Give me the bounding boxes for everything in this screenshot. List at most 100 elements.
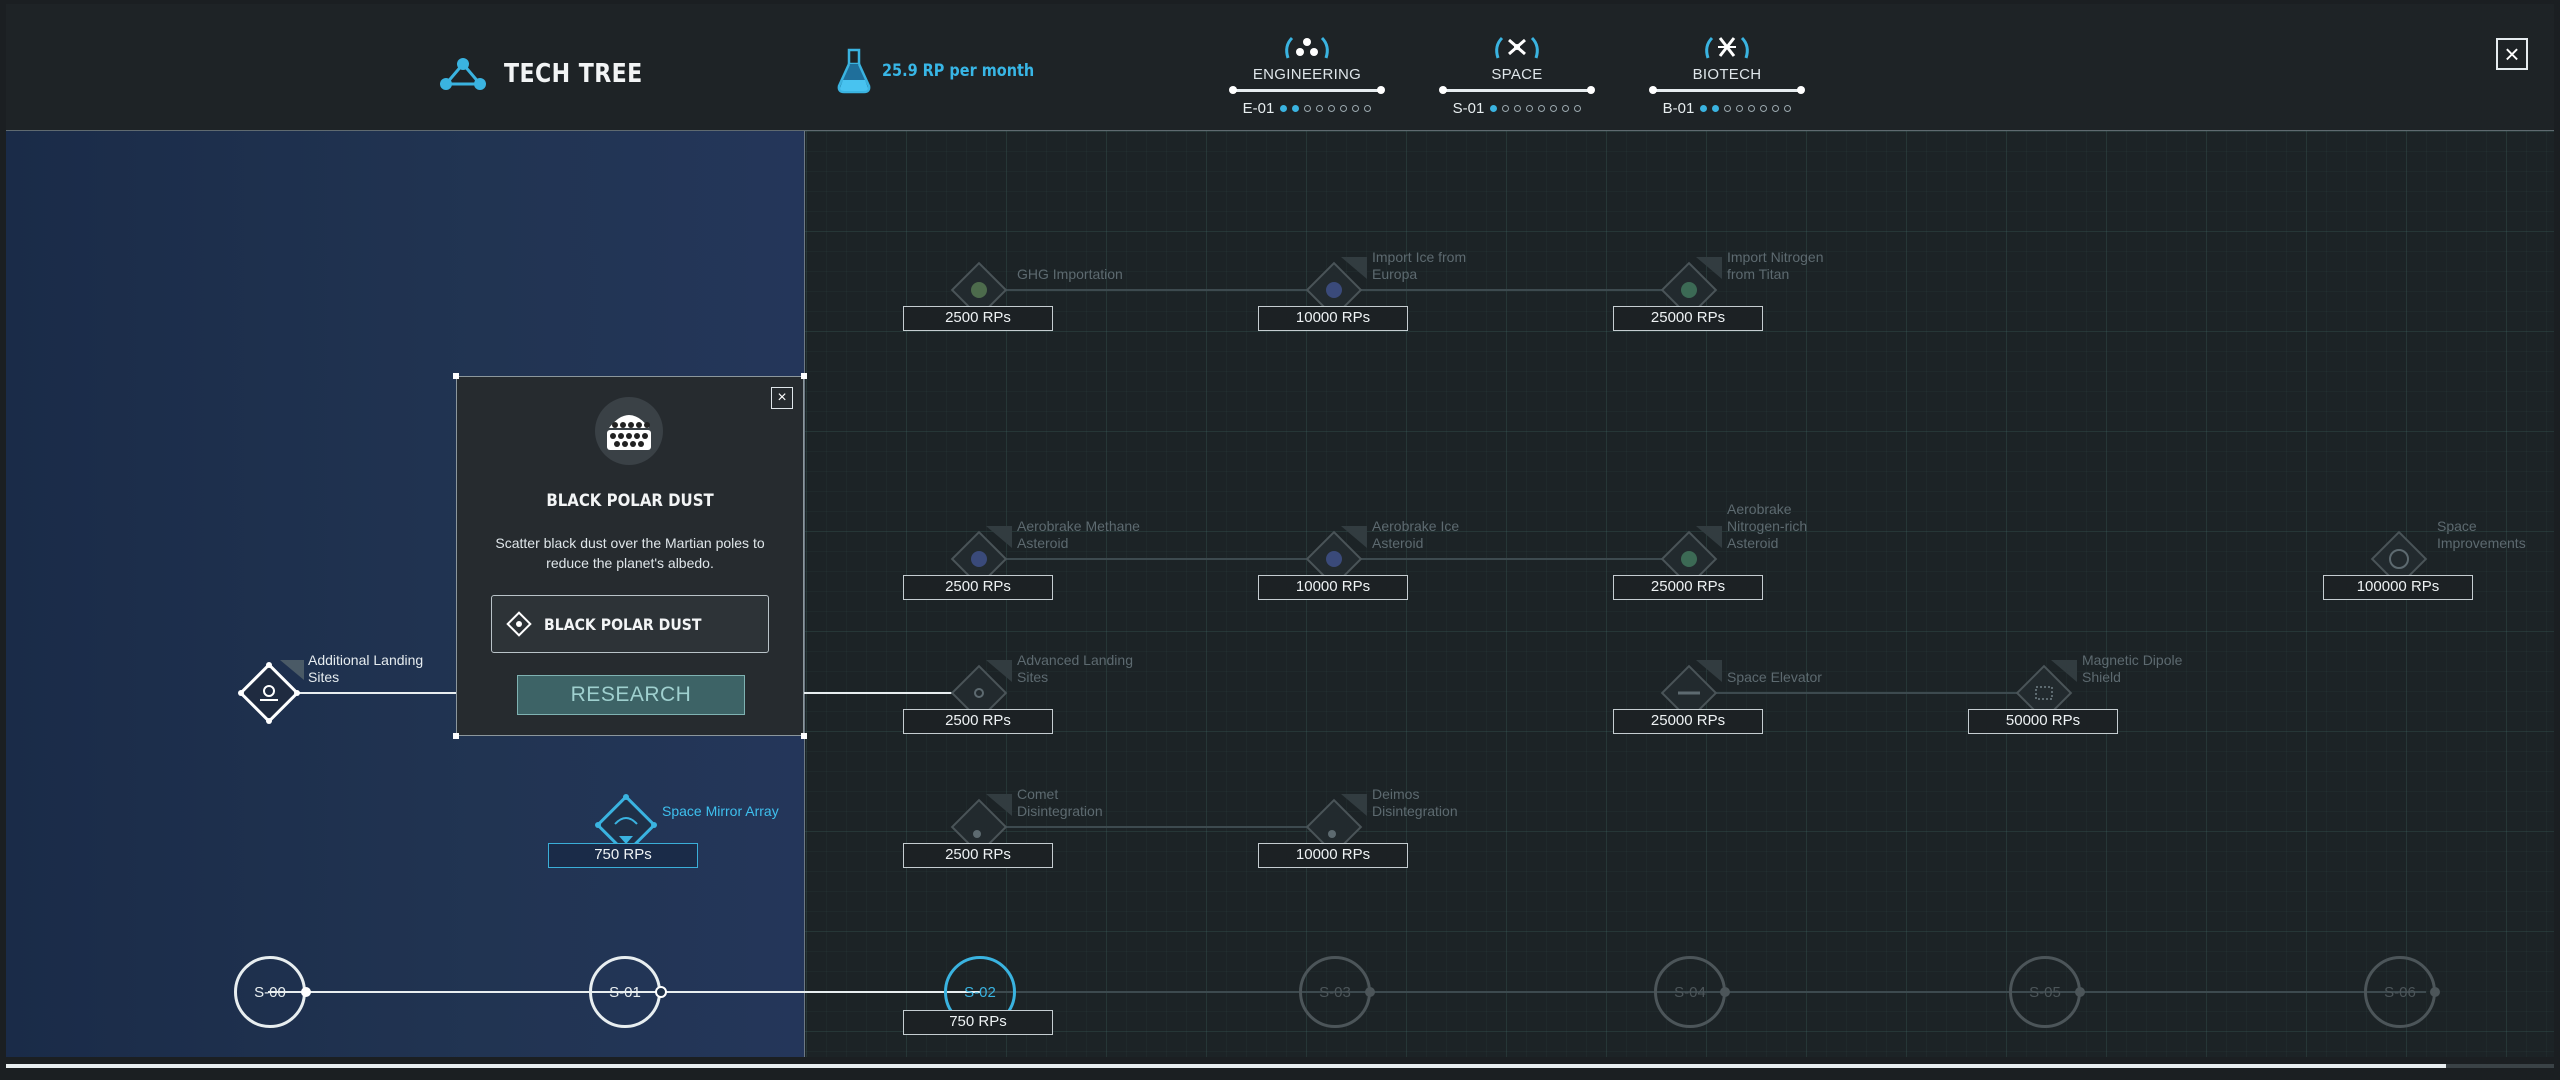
tech-cost: 750 RPs bbox=[548, 843, 698, 868]
level-dot bbox=[1328, 105, 1336, 112]
era-node[interactable]: S-03 bbox=[1299, 956, 1371, 1028]
tech-diamond-icon bbox=[506, 611, 532, 637]
tech-label: Magnetic Dipole Shield bbox=[2082, 652, 2183, 685]
category-space[interactable]: SPACE S-01 bbox=[1439, 30, 1595, 117]
level-dot bbox=[1700, 105, 1708, 112]
tech-node-aerobrake-ice[interactable] bbox=[1301, 526, 1367, 597]
era-cost: 750 RPs bbox=[903, 1010, 1053, 1035]
tech-node-space-improvements[interactable] bbox=[2366, 526, 2432, 597]
category-bar bbox=[1229, 86, 1385, 94]
page-title: TECH TREE bbox=[504, 59, 643, 89]
level-dot bbox=[1736, 105, 1744, 112]
category-level-row: B-01 bbox=[1652, 100, 1802, 117]
category-biotech[interactable]: BIOTECH B-01 bbox=[1649, 30, 1805, 117]
close-icon: × bbox=[2504, 39, 2520, 69]
era-node[interactable]: S-05 bbox=[2009, 956, 2081, 1028]
comet-icon bbox=[950, 794, 1012, 856]
level-dot bbox=[1550, 105, 1558, 112]
level-dot bbox=[1574, 105, 1582, 112]
tech-node-space-elevator[interactable] bbox=[1656, 660, 1722, 731]
tech-cost: 2500 RPs bbox=[903, 843, 1053, 868]
nitrogen-icon bbox=[1660, 257, 1722, 319]
era-node[interactable]: S-01 bbox=[589, 956, 661, 1028]
level-dot bbox=[1514, 105, 1522, 112]
popup-corner bbox=[453, 733, 459, 739]
tech-cost: 100000 RPs bbox=[2323, 575, 2473, 600]
popup-corner bbox=[453, 373, 459, 379]
level-dots bbox=[1700, 105, 1792, 112]
elevator-icon bbox=[1660, 660, 1722, 722]
tech-cost: 25000 RPs bbox=[1613, 306, 1763, 331]
asteroid-icon bbox=[1660, 526, 1722, 588]
tech-node-deimos-disintegration[interactable] bbox=[1301, 794, 1367, 865]
tech-label: Aerobrake Methane Asteroid bbox=[1017, 518, 1140, 551]
category-level: E-01 bbox=[1242, 100, 1275, 117]
level-dot bbox=[1724, 105, 1732, 112]
flask-icon bbox=[837, 48, 871, 94]
close-icon: × bbox=[777, 389, 787, 406]
tech-node-import-nitrogen-titan[interactable] bbox=[1656, 257, 1722, 328]
space-icon bbox=[1442, 30, 1592, 64]
category-name: ENGINEERING bbox=[1252, 66, 1362, 83]
popup-corner bbox=[801, 733, 807, 739]
level-dot bbox=[1772, 105, 1780, 112]
level-dot bbox=[1292, 105, 1300, 112]
tech-cost: 25000 RPs bbox=[1613, 709, 1763, 734]
tech-cost: 2500 RPs bbox=[903, 575, 1053, 600]
era-node[interactable]: S-04 bbox=[1654, 956, 1726, 1028]
tech-label: Aerobrake Nitrogen-rich Asteroid bbox=[1727, 501, 1808, 551]
tech-node-space-mirror-array[interactable] bbox=[591, 790, 661, 865]
tech-label: Aerobrake Ice Asteroid bbox=[1372, 518, 1460, 551]
popup-close-button[interactable]: × bbox=[771, 387, 793, 409]
tech-node-ghg-importation[interactable] bbox=[946, 257, 1012, 328]
biotech-icon bbox=[1652, 30, 1802, 64]
level-dot bbox=[1364, 105, 1372, 112]
category-bar bbox=[1649, 86, 1805, 94]
level-dot bbox=[1352, 105, 1360, 112]
engineering-icon bbox=[1232, 30, 1382, 64]
tech-node-import-ice-europa[interactable] bbox=[1301, 257, 1367, 328]
category-engineering[interactable]: ENGINEERING E-01 bbox=[1229, 30, 1385, 117]
level-dot bbox=[1340, 105, 1348, 112]
tech-node-advanced-landing-sites[interactable] bbox=[946, 660, 1012, 731]
tech-label: Additional Landing Sites bbox=[308, 652, 424, 685]
level-dot bbox=[1502, 105, 1510, 112]
level-dot bbox=[1538, 105, 1546, 112]
level-dot bbox=[1490, 105, 1498, 112]
tech-label: Import Ice from Europa bbox=[1372, 249, 1467, 282]
era-node[interactable]: S-00 bbox=[234, 956, 306, 1028]
research-button[interactable]: RESEARCH bbox=[517, 675, 745, 715]
tech-cost: 50000 RPs bbox=[1968, 709, 2118, 734]
tech-node-aerobrake-nitrogen[interactable] bbox=[1656, 526, 1722, 597]
tech-label: Comet Disintegration bbox=[1017, 786, 1103, 819]
level-dots bbox=[1490, 105, 1582, 112]
era-node[interactable]: S-06 bbox=[2364, 956, 2436, 1028]
level-dot bbox=[1562, 105, 1570, 112]
tech-label: Deimos Disintegration bbox=[1372, 786, 1458, 819]
tech-node-additional-landing-sites[interactable] bbox=[234, 658, 304, 733]
asteroid-icon bbox=[1305, 526, 1367, 588]
popup-description: Scatter black dust over the Martian pole… bbox=[495, 535, 765, 571]
category-level-row: S-01 bbox=[1442, 100, 1592, 117]
level-dot bbox=[1526, 105, 1534, 112]
tech-cost: 10000 RPs bbox=[1258, 843, 1408, 868]
shield-grid-icon bbox=[2015, 660, 2077, 722]
tech-node-comet-disintegration[interactable] bbox=[946, 794, 1012, 865]
tech-detail-popup: × BLACK POLAR DUST Scatter black dust ov… bbox=[453, 373, 807, 739]
close-button[interactable]: × bbox=[2496, 38, 2528, 70]
tech-cost: 2500 RPs bbox=[903, 709, 1053, 734]
tech-tree-area[interactable]: GHG Importation Import Ice from Europa I… bbox=[6, 131, 2554, 1057]
tech-label: GHG Importation bbox=[1017, 266, 1123, 282]
level-dots bbox=[1280, 105, 1372, 112]
research-rate-label: 25.9 RP per month bbox=[882, 61, 1035, 81]
header-bar: TECH TREE 25.9 RP per month ENGINEERING … bbox=[6, 4, 2554, 131]
tech-node-magnetic-dipole-shield[interactable] bbox=[2011, 660, 2077, 731]
tech-label: Advanced Landing Sites bbox=[1017, 652, 1133, 685]
mirror-icon bbox=[595, 794, 657, 856]
landing-site-icon bbox=[238, 660, 304, 724]
tech-item-black-polar-dust[interactable]: BLACK POLAR DUST bbox=[491, 595, 769, 653]
tech-node-aerobrake-methane[interactable] bbox=[946, 526, 1012, 597]
category-level: B-01 bbox=[1662, 100, 1695, 117]
tech-tree-icon bbox=[440, 58, 486, 90]
